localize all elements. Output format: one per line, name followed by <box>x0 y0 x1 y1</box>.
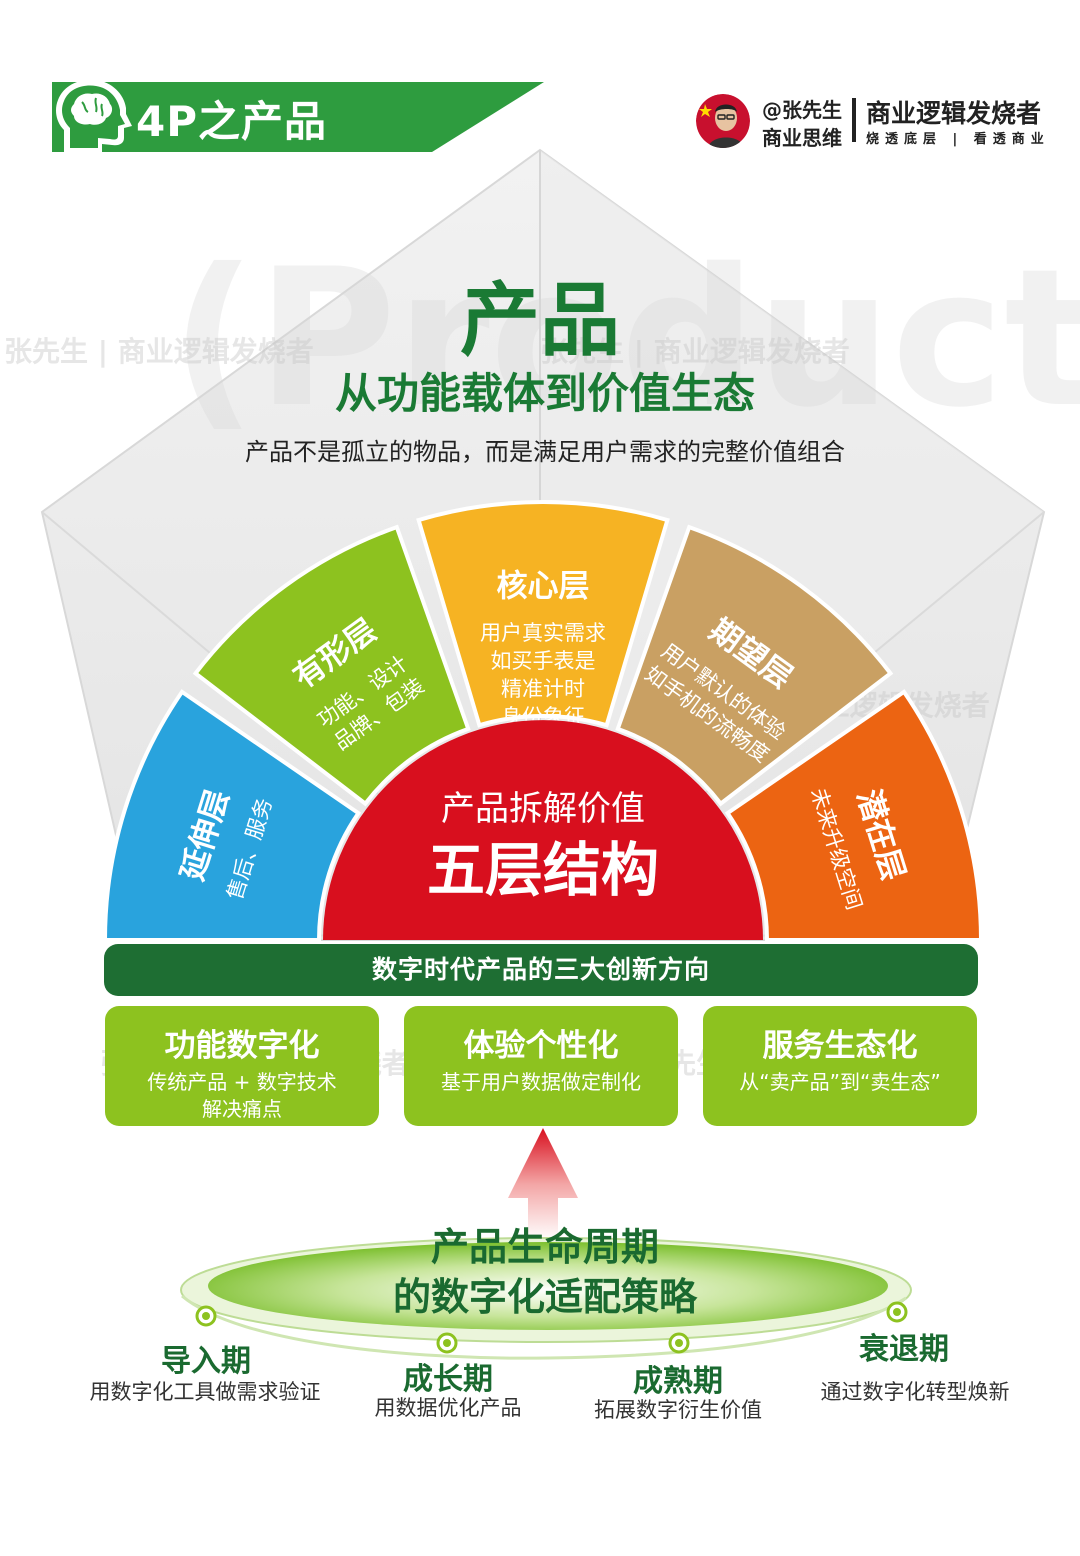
innovation-card-desc: 传统产品 + 数字技术 <box>147 1070 337 1094</box>
main-description: 产品不是孤立的物品，而是满足用户需求的完整价值组合 <box>245 438 845 466</box>
stage-name: 成长期 <box>403 1362 493 1397</box>
layer-segment <box>102 689 362 942</box>
main-title: 产品 <box>460 274 620 367</box>
stage-desc: 通过数字化转型焕新 <box>820 1380 1010 1404</box>
innovation-card-3: 服务生态化 从“卖产品”到“卖生态” <box>703 1006 977 1126</box>
stage-desc: 用数据优化产品 <box>374 1396 522 1420</box>
brain-head-icon <box>56 79 132 152</box>
innovation-card-desc: 基于用户数据做定制化 <box>441 1070 641 1094</box>
innovation-card-1: 功能数字化 传统产品 + 数字技术 解决痛点 <box>105 1006 379 1126</box>
stage-dot-icon <box>436 1332 458 1354</box>
center-label: 产品拆解价值 <box>441 789 645 829</box>
innovation-card-2: 体验个性化 基于用户数据做定制化 <box>404 1006 678 1126</box>
layer-segment <box>615 524 894 807</box>
layer-segment <box>416 500 670 728</box>
page-header-title: 4P之产品 <box>136 97 328 146</box>
stage-dot-icon <box>195 1305 217 1327</box>
innovation-card-desc: 解决痛点 <box>202 1097 282 1121</box>
innovation-card-title: 服务生态化 <box>762 1028 918 1064</box>
watermark-text: 张先生 | 商业逻辑发烧者 <box>540 335 850 368</box>
stage-name: 衰退期 <box>859 1332 949 1367</box>
stage-desc: 拓展数字衍生价值 <box>594 1398 762 1422</box>
innovation-header: 数字时代产品的三大创新方向 <box>104 944 978 996</box>
brand-name: 商业逻辑发烧者 <box>866 99 1042 128</box>
innovation-card-desc: 从“卖产品”到“卖生态” <box>739 1070 941 1094</box>
brand-divider <box>852 98 856 142</box>
lifecycle-disc <box>208 1242 888 1330</box>
lifecycle-title: 的数字化适配策略 <box>392 1275 697 1319</box>
avatar <box>696 94 750 148</box>
layer-title: 核心层 <box>497 569 590 605</box>
lifecycle-diagram <box>180 1128 912 1360</box>
up-arrow-icon <box>508 1128 578 1240</box>
main-subtitle: 从功能载体到价值生态 <box>334 369 755 418</box>
lifecycle-title: 产品生命周期 <box>430 1225 659 1269</box>
watermark-product: (Product) <box>170 228 1080 449</box>
five-layer-diagram: 延伸层售后、服务有形层功能、设计品牌、包装核心层用户真实需求如买手表是精准计时身… <box>102 500 984 942</box>
layer-desc: 如买手表是 <box>491 649 596 673</box>
stage-name: 导入期 <box>161 1344 251 1379</box>
stage-name: 成熟期 <box>633 1364 723 1399</box>
layer-segment <box>192 524 471 807</box>
author-subtitle: 商业思维 <box>762 126 842 150</box>
stage-desc: 用数字化工具做需求验证 <box>89 1380 321 1404</box>
stage-dot-icon <box>668 1332 690 1354</box>
author-handle: @张先生 <box>762 98 842 122</box>
layer-desc: 用户真实需求 <box>480 621 606 645</box>
watermark-text: 张先生 | 商业逻辑发烧者 <box>4 335 314 368</box>
layer-desc: 精准计时 <box>501 677 585 701</box>
center-core <box>323 720 763 940</box>
innovation-card-title: 体验个性化 <box>463 1028 619 1064</box>
center-heading: 五层结构 <box>427 836 659 904</box>
brand-slogan: 烧透底层 | 看透商业 <box>866 132 1050 147</box>
innovation-card-title: 功能数字化 <box>164 1028 320 1064</box>
stage-dot-icon <box>886 1301 908 1323</box>
layer-segment <box>724 689 984 942</box>
header-banner <box>52 82 544 152</box>
